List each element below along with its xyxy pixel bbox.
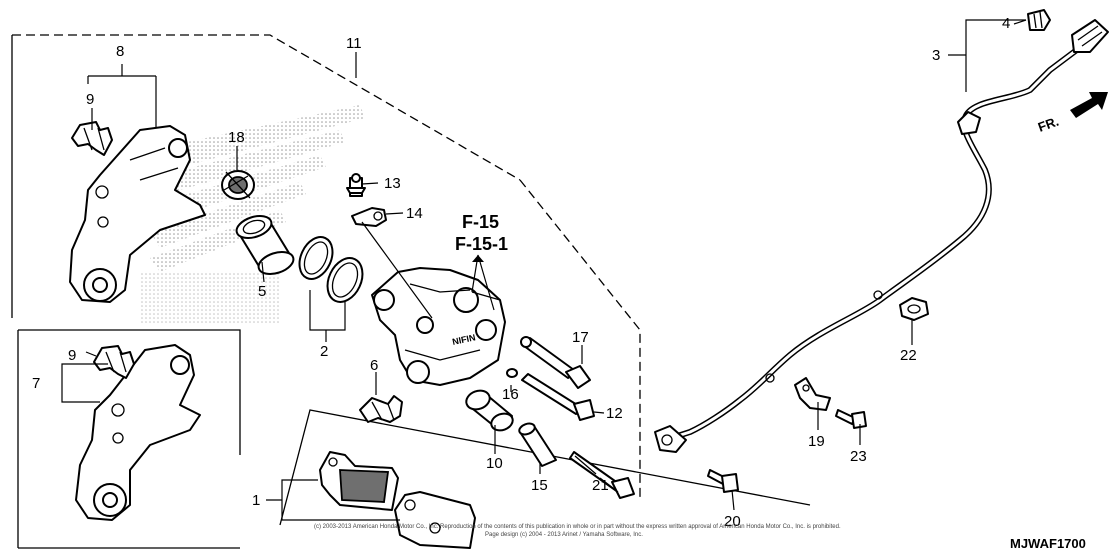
ref-9-lower[interactable]: 9 bbox=[68, 347, 76, 364]
piston-seal-set[interactable] bbox=[293, 232, 369, 308]
pad-spring[interactable] bbox=[359, 395, 403, 423]
callout-f15-1[interactable]: F-15-1 bbox=[455, 234, 508, 254]
reference-numbers: 8 9 11 18 13 14 5 2 6 17 16 12 10 15 21 … bbox=[32, 15, 1010, 530]
bleeder-cap[interactable] bbox=[351, 207, 387, 227]
ref-1[interactable]: 1 bbox=[252, 492, 260, 509]
sleeve-boot[interactable] bbox=[464, 387, 515, 433]
bleeder-screw[interactable] bbox=[346, 173, 366, 197]
washer[interactable] bbox=[506, 368, 518, 378]
piston[interactable] bbox=[234, 212, 296, 278]
caliper-marking: NIFIN bbox=[451, 332, 476, 347]
ref-9-upper[interactable]: 9 bbox=[86, 91, 94, 108]
copyright-line-1: (c) 2003-2013 American Honda Motor Co., … bbox=[314, 524, 841, 530]
ref-15[interactable]: 15 bbox=[531, 477, 548, 494]
ref-16[interactable]: 16 bbox=[502, 386, 519, 403]
ref-2[interactable]: 2 bbox=[320, 343, 328, 360]
pin-bolt-17[interactable] bbox=[520, 336, 591, 389]
ref-13[interactable]: 13 bbox=[384, 175, 401, 192]
ref-6[interactable]: 6 bbox=[370, 357, 378, 374]
ref-12[interactable]: 12 bbox=[606, 405, 623, 422]
leader-lines bbox=[61, 19, 1027, 521]
ref-5[interactable]: 5 bbox=[258, 283, 266, 300]
ref-19[interactable]: 19 bbox=[808, 433, 825, 450]
stay-bolt[interactable] bbox=[835, 409, 867, 429]
diagram-code: MJWAF1700 bbox=[1010, 536, 1086, 551]
caliper-body[interactable]: NIFIN bbox=[371, 267, 506, 386]
front-direction-arrow-icon: FR. bbox=[1036, 92, 1108, 135]
ref-8[interactable]: 8 bbox=[116, 43, 124, 60]
pin-bolt-12[interactable] bbox=[521, 373, 595, 421]
connector-clip[interactable] bbox=[1027, 9, 1051, 31]
ref-18[interactable]: 18 bbox=[228, 129, 245, 146]
caliper-bolt[interactable] bbox=[569, 451, 635, 499]
ref-22[interactable]: 22 bbox=[900, 347, 917, 364]
sensor-bolt[interactable] bbox=[707, 469, 739, 493]
caliper-bracket-upper[interactable] bbox=[69, 125, 206, 303]
sensor-stay[interactable] bbox=[794, 377, 831, 411]
copyright-line-2: Page design (c) 2004 - 2013 Arinet / Yam… bbox=[485, 532, 643, 538]
front-direction-label: FR. bbox=[1036, 114, 1061, 135]
callout-arrow-icon bbox=[472, 255, 484, 262]
callout-f15[interactable]: F-15 bbox=[462, 212, 499, 232]
ref-11[interactable]: 11 bbox=[346, 35, 362, 52]
ref-17[interactable]: 17 bbox=[572, 329, 589, 346]
ref-7[interactable]: 7 bbox=[32, 375, 40, 392]
ref-4[interactable]: 4 bbox=[1002, 15, 1010, 32]
pad-spring-clip-lower[interactable] bbox=[93, 345, 135, 379]
ref-23[interactable]: 23 bbox=[850, 448, 867, 465]
brake-pad-set[interactable] bbox=[319, 451, 476, 549]
pad-spring-clip-upper[interactable] bbox=[71, 121, 113, 156]
ref-3[interactable]: 3 bbox=[932, 47, 940, 64]
ref-21[interactable]: 21 bbox=[592, 477, 609, 494]
ref-10[interactable]: 10 bbox=[486, 455, 503, 472]
ref-14[interactable]: 14 bbox=[406, 205, 423, 222]
ref-20[interactable]: 20 bbox=[724, 513, 741, 530]
sleeve[interactable] bbox=[518, 422, 557, 467]
group-outlines bbox=[11, 34, 811, 549]
boot[interactable] bbox=[221, 170, 255, 200]
caliper-bracket-lower[interactable] bbox=[75, 344, 201, 521]
wheel-speed-sensor[interactable] bbox=[654, 19, 1109, 453]
wire-clamp[interactable] bbox=[899, 297, 929, 321]
